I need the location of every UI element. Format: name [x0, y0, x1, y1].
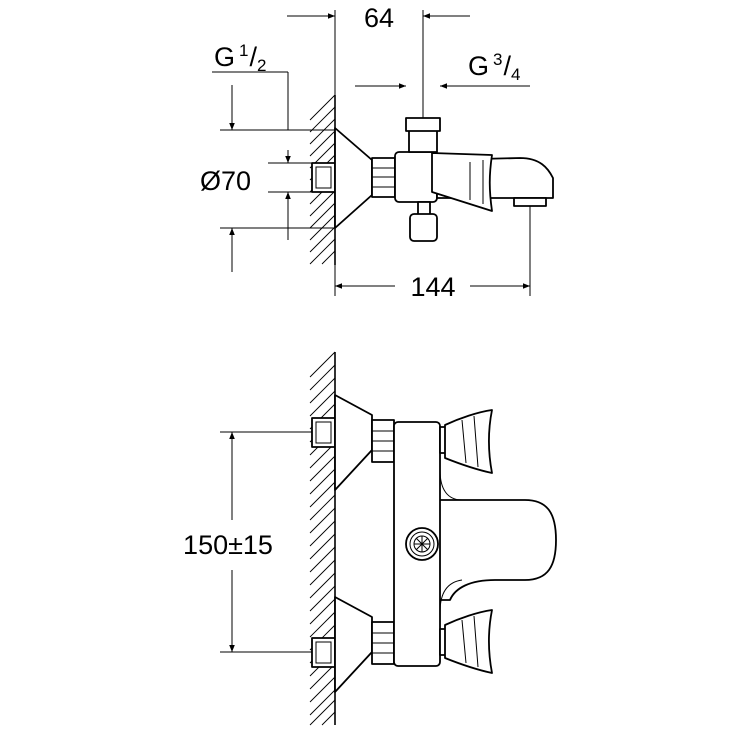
dimension-150-label: 150±15	[183, 530, 273, 560]
shower-outlet	[405, 527, 439, 561]
spout-front	[429, 499, 557, 601]
wall-pipe-upper-inner	[315, 421, 332, 444]
upper-handle	[444, 409, 493, 474]
dimension-144-label: 144	[410, 272, 455, 302]
wall-front	[309, 351, 336, 726]
escutcheon-top	[334, 127, 373, 229]
stem-knob-top	[409, 213, 438, 242]
wall-hatching-front	[309, 351, 336, 726]
mixer-body-top	[394, 151, 438, 203]
front-view: 150±15	[183, 351, 557, 726]
dimension-144: 144	[334, 206, 531, 302]
escutcheon-upper	[334, 394, 373, 491]
wall-pipe-inner-top	[315, 166, 332, 189]
wall-pipe-lower-inner	[315, 641, 332, 664]
diverter-cap	[405, 117, 441, 132]
dimension-64: 64	[287, 3, 470, 118]
lower-handle	[444, 609, 493, 674]
dimension-diameter-70: Ø70	[200, 150, 335, 272]
dimension-64-label: 64	[364, 3, 394, 33]
dimension-150: 150±15	[183, 431, 312, 653]
escutcheon-lower	[334, 596, 373, 693]
handle-top	[431, 152, 493, 212]
dimension-diameter-label: Ø70	[200, 166, 251, 196]
aerator-top	[513, 197, 547, 207]
